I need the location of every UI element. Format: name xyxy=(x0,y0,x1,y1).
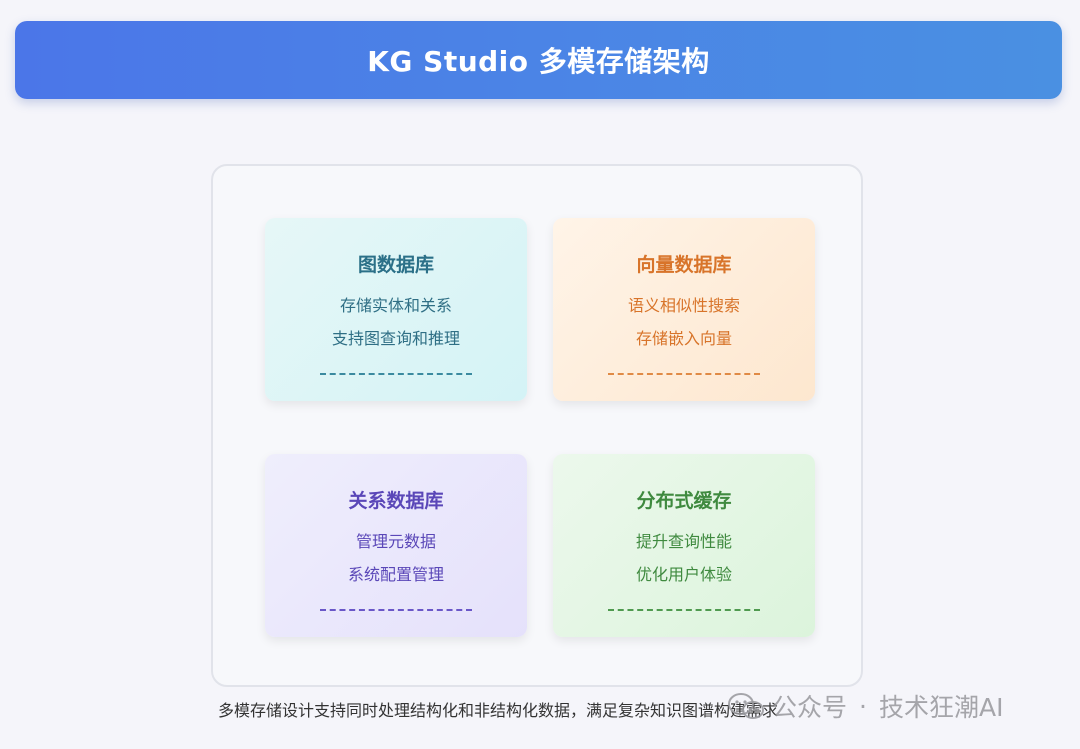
card-divider xyxy=(608,609,760,611)
card-divider xyxy=(608,373,760,375)
card-description-line: 管理元数据 xyxy=(355,532,436,551)
card-description-line: 存储嵌入向量 xyxy=(635,329,732,348)
watermark-name: 技术狂潮AI xyxy=(878,693,1004,722)
card-description-line: 语义相似性搜索 xyxy=(627,296,740,315)
page-header: KG Studio 多模存储架构 xyxy=(15,21,1062,99)
card-title: 关系数据库 xyxy=(348,490,444,512)
card-description-line: 系统配置管理 xyxy=(347,565,444,584)
card-relational-database: 关系数据库 管理元数据 系统配置管理 xyxy=(265,454,527,637)
card-distributed-cache: 分布式缓存 提升查询性能 优化用户体验 xyxy=(553,454,815,637)
card-description-line: 存储实体和关系 xyxy=(339,296,452,315)
card-divider xyxy=(320,373,472,375)
card-title: 向量数据库 xyxy=(636,254,732,276)
footer-caption: 多模存储设计支持同时处理结构化和非结构化数据，满足复杂知识图谱构建需求 xyxy=(218,701,779,720)
watermark-source: 公众号 xyxy=(772,693,848,722)
card-description-line: 提升查询性能 xyxy=(635,532,732,551)
watermark: 公众号 · 技术狂潮AI xyxy=(728,688,1003,724)
card-description-line: 优化用户体验 xyxy=(635,565,732,584)
card-graph-database: 图数据库 存储实体和关系 支持图查询和推理 xyxy=(265,218,527,401)
watermark-separator: · xyxy=(859,691,867,721)
page-title: KG Studio 多模存储架构 xyxy=(367,45,710,78)
card-description-line: 支持图查询和推理 xyxy=(331,329,460,348)
card-vector-database: 向量数据库 语义相似性搜索 存储嵌入向量 xyxy=(553,218,815,401)
card-title: 图数据库 xyxy=(357,254,434,276)
card-divider xyxy=(320,609,472,611)
wechat-icon xyxy=(728,692,764,720)
card-title: 分布式缓存 xyxy=(636,490,732,512)
